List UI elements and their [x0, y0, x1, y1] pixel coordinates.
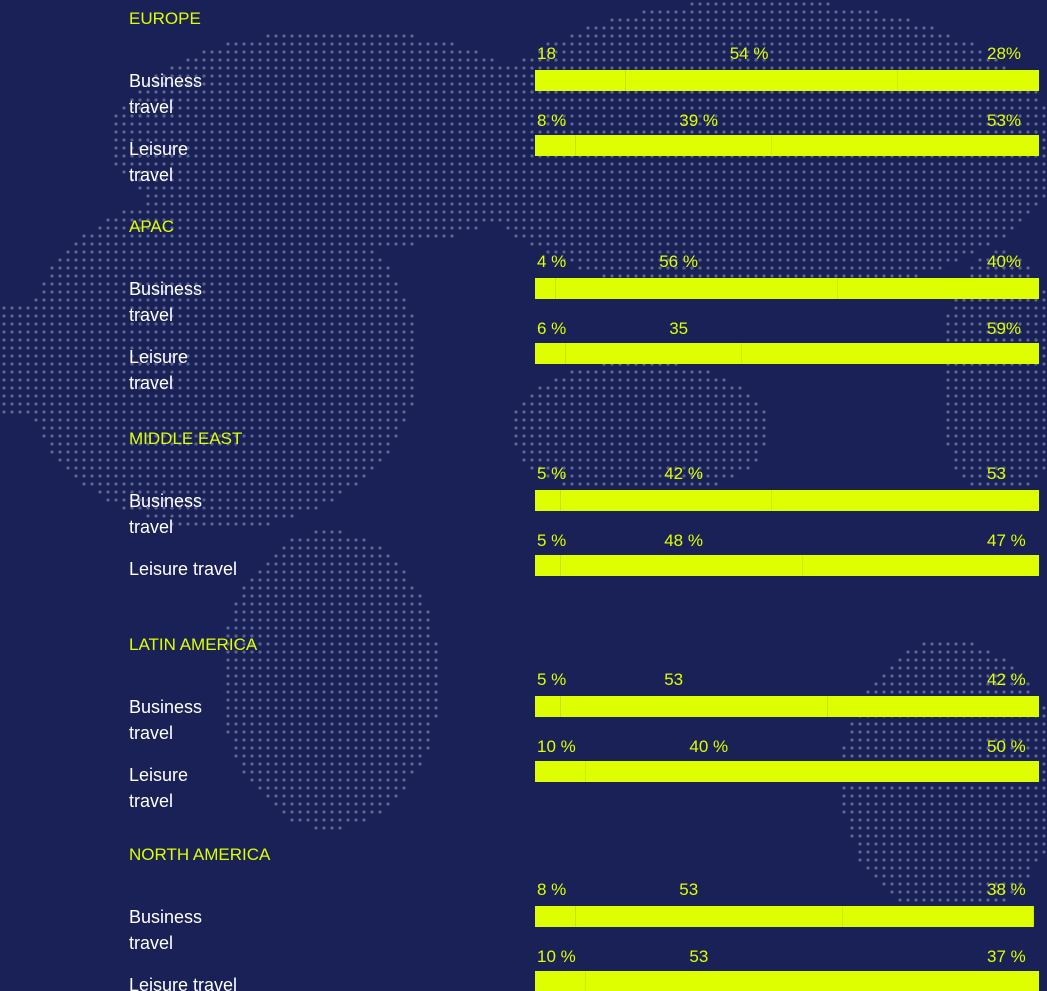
bar-segment: [535, 696, 561, 717]
category-label: Business: [129, 279, 202, 299]
bar-value-label: 42 %: [664, 464, 703, 483]
bar-value-label: 48 %: [664, 531, 703, 550]
category-label: travel: [129, 933, 173, 953]
category-label: Business: [129, 71, 202, 91]
category-label: travel: [129, 165, 173, 185]
bar-value-label: 28%: [987, 44, 1021, 63]
bar-value-label: 53: [689, 947, 708, 966]
category-label: travel: [129, 791, 173, 811]
category-label: travel: [129, 517, 173, 537]
category-label: travel: [129, 97, 173, 117]
bar-value-label: 59%: [987, 319, 1021, 338]
bar-value-label: 53: [679, 880, 698, 899]
category-label: Business: [129, 491, 202, 511]
bar-segment: [535, 490, 561, 511]
bar-segment: [575, 135, 772, 156]
bar-value-label: 8 %: [537, 880, 566, 899]
bar-segment: [535, 555, 561, 576]
bar-segment: [625, 70, 898, 91]
bar-value-label: 5 %: [537, 670, 566, 689]
bar-segment: [575, 906, 843, 927]
region-title: LATIN AMERICA: [129, 635, 258, 654]
bar-segment: [560, 490, 772, 511]
category-label: Leisure travel: [129, 559, 237, 579]
bar-segment: [565, 343, 742, 364]
bar-segment: [535, 761, 586, 782]
bar-segment: [555, 278, 838, 299]
category-label: Leisure: [129, 765, 188, 785]
region-title: MIDDLE EAST: [129, 429, 242, 448]
bar-value-label: 53: [987, 464, 1006, 483]
bar-segment: [827, 696, 1039, 717]
category-label: Leisure: [129, 139, 188, 159]
bar-segment: [535, 278, 556, 299]
bar-value-label: 50 %: [987, 737, 1026, 756]
bar-value-label: 53%: [987, 111, 1021, 130]
bar-value-label: 5 %: [537, 531, 566, 550]
bar-value-label: 4 %: [537, 252, 566, 271]
bar-value-label: 5 %: [537, 464, 566, 483]
category-label: Leisure: [129, 347, 188, 367]
bar-value-label: 6 %: [537, 319, 566, 338]
bar-segment: [852, 971, 1039, 991]
region-title: NORTH AMERICA: [129, 845, 271, 864]
bar-value-label: 54 %: [730, 44, 769, 63]
region-title: APAC: [129, 217, 174, 236]
bar-segment: [535, 70, 626, 91]
bar-value-label: 39 %: [679, 111, 718, 130]
bar-segment: [535, 906, 576, 927]
category-label: Business: [129, 697, 202, 717]
bar-value-label: 18: [537, 44, 556, 63]
bar-value-label: 40 %: [689, 737, 728, 756]
bar-value-label: 38 %: [987, 880, 1026, 899]
bar-segment: [560, 555, 803, 576]
bar-segment: [771, 490, 1039, 511]
bar-value-label: 56 %: [659, 252, 698, 271]
bar-segment: [535, 971, 586, 991]
bar-segment: [535, 135, 576, 156]
bar-value-label: 40%: [987, 252, 1021, 271]
bar-value-label: 42 %: [987, 670, 1026, 689]
bar-value-label: 10 %: [537, 737, 576, 756]
bar-value-label: 37 %: [987, 947, 1026, 966]
bar-segment: [771, 135, 1039, 156]
bar-value-label: 53: [664, 670, 683, 689]
bar-segment: [535, 343, 566, 364]
bar-segment: [842, 906, 1034, 927]
bar-value-label: 47 %: [987, 531, 1026, 550]
bar-segment: [802, 555, 1039, 576]
bar-segment: [560, 696, 828, 717]
category-label: travel: [129, 373, 173, 393]
category-label: Leisure travel: [129, 975, 237, 991]
category-label: travel: [129, 305, 173, 325]
bar-segment: [585, 971, 853, 991]
bar-segment: [787, 761, 1039, 782]
bar-value-label: 10 %: [537, 947, 576, 966]
bar-value-label: 8 %: [537, 111, 566, 130]
bar-segment: [897, 70, 1039, 91]
bar-value-label: 35: [669, 319, 688, 338]
bar-segment: [585, 761, 787, 782]
bar-segment: [741, 343, 1039, 364]
category-label: travel: [129, 723, 173, 743]
category-label: Business: [129, 907, 202, 927]
region-title: EUROPE: [129, 9, 201, 28]
bar-segment: [837, 278, 1039, 299]
